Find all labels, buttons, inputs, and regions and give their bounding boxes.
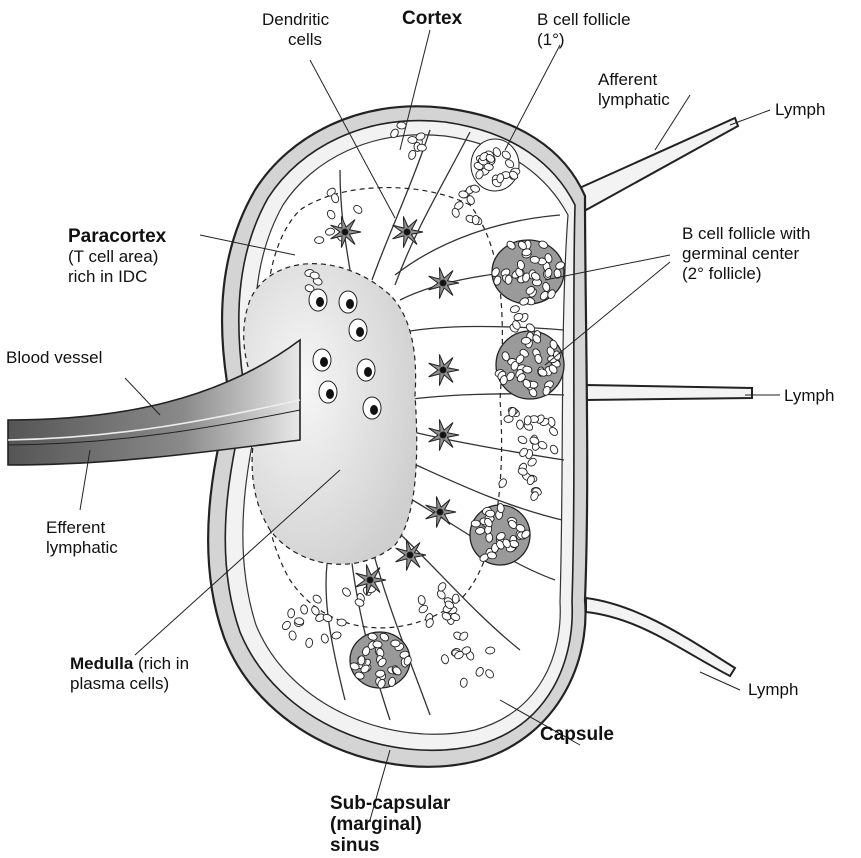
label-blood-vessel: Blood vessel (6, 348, 102, 368)
lymphocyte (337, 619, 347, 626)
label-efferent-lymphatic: Efferent lymphatic (46, 518, 118, 558)
label-paracortex-line2: (T cell area) (68, 247, 166, 267)
label-afferent-line1: Afferent (598, 70, 670, 90)
label-germinal-line1: B cell follicle with (682, 224, 811, 244)
label-paracortex-title: Paracortex (68, 226, 166, 247)
label-dendritic-line1: Dendritic (262, 10, 329, 30)
label-b-follicle-line2: (1°) (537, 30, 631, 50)
lymphocyte (472, 215, 479, 224)
label-b-cell-follicle: B cell follicle (1°) (537, 10, 631, 50)
lymphocyte (314, 236, 324, 243)
label-paracortex-line3: rich in IDC (68, 267, 166, 287)
dendritic-cell-nucleus (407, 552, 413, 558)
label-germinal-follicle: B cell follicle with germinal center (2°… (682, 224, 811, 284)
plasma-cell-nucleus (320, 357, 328, 367)
label-germinal-line3: (2° follicle) (682, 264, 811, 284)
label-sinus-line3: sinus (330, 835, 450, 856)
label-medulla-line1-rest: (rich in (133, 654, 189, 673)
label-b-follicle-line1: B cell follicle (537, 10, 631, 30)
lymphocyte (485, 510, 494, 517)
lymphocyte (417, 144, 427, 152)
label-dendritic-cells: Dendritic cells (262, 10, 329, 50)
label-lymph-bottom: Lymph (748, 680, 798, 700)
label-medulla-title: Medulla (70, 654, 133, 673)
label-dendritic-line2: cells (262, 30, 329, 50)
lymphocyte (373, 641, 383, 649)
label-paracortex: Paracortex (T cell area) rich in IDC (68, 226, 166, 287)
plasma-cell-nucleus (326, 389, 334, 399)
dendritic-cell-nucleus (404, 229, 410, 235)
label-capsule: Capsule (540, 724, 614, 745)
label-afferent-lymphatic: Afferent lymphatic (598, 70, 670, 110)
label-subcapsular-sinus: Sub-capsular (marginal) sinus (330, 793, 450, 856)
afferent-vessels (575, 118, 752, 676)
label-lymph-top: Lymph (775, 100, 825, 120)
plasma-cell-nucleus (346, 299, 354, 309)
plasma-cell-nucleus (370, 405, 378, 415)
dendritic-cell-nucleus (437, 509, 443, 515)
lymphocyte (516, 420, 523, 430)
plasma-cell-nucleus (356, 327, 364, 337)
lymphocyte (391, 640, 400, 647)
plasma-cell-nucleus (364, 367, 372, 377)
label-germinal-line2: germinal center (682, 244, 811, 264)
label-afferent-line2: lymphatic (598, 90, 670, 110)
label-cortex: Cortex (402, 8, 462, 29)
label-sinus-line1: Sub-capsular (330, 793, 450, 814)
dendritic-cell-nucleus (440, 432, 446, 438)
lymphocyte (397, 122, 407, 129)
plasma-cell-nucleus (316, 297, 324, 307)
dendritic-cell-nucleus (440, 367, 446, 373)
label-medulla-line2: plasma cells) (70, 674, 189, 694)
dendritic-cell-nucleus (342, 229, 348, 235)
label-lymph-mid: Lymph (784, 386, 834, 406)
label-efferent-line2: lymphatic (46, 538, 118, 558)
dendritic-cell-nucleus (367, 577, 373, 583)
label-efferent-line1: Efferent (46, 518, 118, 538)
lymphocyte (471, 520, 481, 527)
dendritic-cell-nucleus (440, 280, 446, 286)
label-sinus-line2: (marginal) (330, 814, 450, 835)
label-medulla: Medulla (rich in plasma cells) (70, 654, 189, 694)
